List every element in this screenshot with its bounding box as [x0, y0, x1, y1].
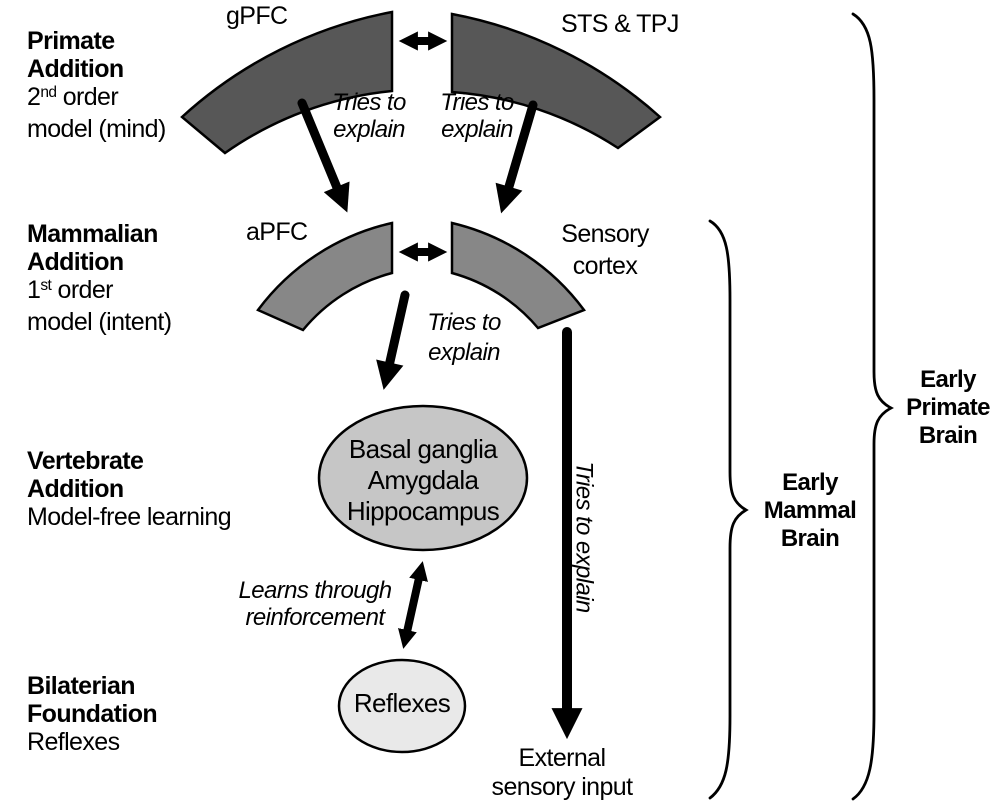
basal-line2: Amygdala	[367, 465, 479, 495]
primate-addition-block: Primate Addition 2nd order model (mind)	[27, 27, 166, 143]
arc-sensory-cortex-shape	[450, 221, 586, 330]
gpfc-label: gPFC	[226, 2, 288, 30]
mammal-brain-line2: Mammal	[763, 497, 857, 524]
basal-line1: Basal ganglia	[348, 434, 498, 464]
vertebrate-addition-block: Vertebrate Addition Model-free learning	[27, 447, 232, 531]
primate-ordinal-base: 2	[27, 83, 41, 111]
sensory-cortex-label: Sensory cortex	[561, 218, 649, 282]
vertebrate-sub-line: Model-free learning	[27, 503, 232, 531]
sensory-cortex-line2: cortex	[572, 252, 638, 280]
primate-brain-line1: Early	[920, 366, 976, 393]
learns-line2: reinforcement	[245, 604, 386, 631]
mammalian-heading-line1: Mammalian	[27, 220, 158, 248]
tries-to-explain-mid: Tries to explain	[427, 308, 501, 368]
tries-to-explain-right: Tries to explain	[440, 89, 514, 143]
primate-ordinal-rest: order	[56, 83, 119, 111]
tries-right-line2: explain	[441, 116, 513, 143]
arc-gpfc-shape	[180, 10, 394, 155]
bilaterian-sub-line: Reflexes	[27, 728, 120, 756]
mammalian-order-line: 1st order	[27, 276, 171, 308]
bilaterian-heading-line2: Foundation	[27, 700, 158, 728]
sts-tpj-label: STS & TPJ	[561, 10, 679, 38]
vertebrate-heading-line1: Vertebrate	[27, 447, 144, 475]
primate-model-line: model (mind)	[27, 115, 166, 143]
arrow-gpfc-to-apfc	[297, 98, 350, 213]
arrow-sts-to-sensory	[495, 100, 538, 214]
mammal-brain-line1: Early	[782, 469, 838, 496]
basal-line3: Hippocampus	[346, 496, 500, 526]
reflexes-ellipse	[337, 658, 467, 754]
mammalian-model-line: model (intent)	[27, 308, 172, 336]
tries-mid-line2: explain	[428, 339, 500, 366]
tries-right-line1: Tries to	[440, 89, 514, 116]
bilaterian-heading-line1: Bilaterian	[27, 672, 136, 700]
vertebrate-heading-line2: Addition	[27, 475, 124, 503]
learns-line1: Learns through	[238, 577, 392, 604]
arrow-basal-reflexes-double	[398, 561, 428, 649]
basal-ganglia-text: Basal ganglia Amygdala Hippocampus	[346, 434, 500, 527]
mammal-brain-line3: Brain	[780, 525, 840, 552]
primate-ordinal-sup: nd	[40, 84, 57, 102]
early-primate-brace	[851, 12, 894, 801]
early-primate-brain-label: Early Primate Brain	[906, 366, 990, 450]
tries-to-explain-vertical: Tries to explain	[570, 461, 598, 613]
primate-brain-line3: Brain	[918, 422, 978, 449]
arc-sts-tpj-shape	[450, 12, 662, 150]
sensory-cortex-line1: Sensory	[561, 220, 649, 248]
mammalian-ordinal-base: 1	[27, 276, 41, 304]
early-mammal-brain-label: Early Mammal Brain	[763, 469, 857, 553]
tries-mid-line1: Tries to	[427, 309, 501, 336]
tries-left-line2: explain	[333, 116, 405, 143]
mammalian-ordinal-rest: order	[51, 276, 114, 304]
tries-to-explain-left: Tries to explain	[332, 89, 406, 143]
early-mammal-brace	[708, 219, 749, 800]
primate-heading-line1: Primate	[27, 27, 115, 55]
primate-heading-line2: Addition	[27, 55, 124, 83]
external-line2: sensory input	[491, 773, 634, 801]
mammalian-addition-block: Mammalian Addition 1st order model (inte…	[27, 220, 172, 336]
basal-ganglia-ellipse	[317, 404, 529, 552]
mammalian-heading-line2: Addition	[27, 248, 124, 276]
apfc-label: aPFC	[246, 218, 308, 246]
mammalian-ordinal-sup: st	[40, 277, 52, 295]
external-sensory-input-label: External sensory input	[491, 744, 634, 802]
tries-left-line1: Tries to	[332, 89, 406, 116]
primate-brain-line2: Primate	[906, 394, 990, 421]
arc-apfc-shape	[256, 221, 394, 332]
primate-order-line: 2nd order	[27, 83, 166, 115]
reflexes-node-text: Reflexes	[353, 688, 451, 718]
bilaterian-foundation-block: Bilaterian Foundation Reflexes	[27, 672, 158, 756]
learns-through-reinforcement: Learns through reinforcement	[238, 577, 392, 631]
arrow-apfc-to-basal	[376, 290, 410, 390]
external-line1: External	[518, 744, 607, 772]
